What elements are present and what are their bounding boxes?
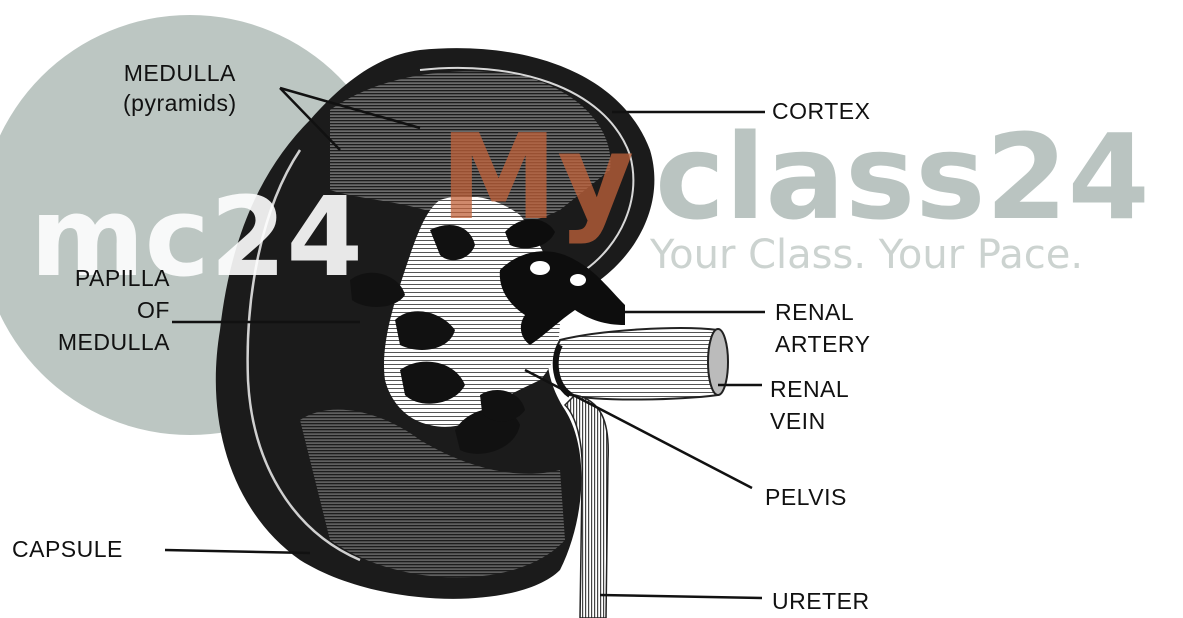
label-renal-vein: RENAL VEIN — [770, 373, 849, 437]
label-ureter: URETER — [772, 585, 870, 617]
label-renal-artery-line2: ARTERY — [775, 328, 870, 360]
label-renal-artery: RENAL ARTERY — [775, 296, 870, 360]
label-pelvis: PELVIS — [765, 481, 847, 513]
watermark-brand-my: My — [440, 108, 634, 246]
label-medulla-line2: (pyramids) — [123, 88, 237, 118]
leader-ureter — [600, 595, 762, 598]
label-medulla: MEDULLA (pyramids) — [123, 58, 237, 118]
label-papilla-line1: PAPILLA — [30, 262, 170, 294]
label-renal-vein-line1: RENAL — [770, 373, 849, 405]
label-cortex: CORTEX — [772, 95, 870, 127]
renal-vein — [556, 328, 724, 399]
watermark-tagline: Your Class. Your Pace. — [649, 232, 1083, 278]
label-renal-vein-line2: VEIN — [770, 405, 849, 437]
label-papilla-line3: MEDULLA — [30, 326, 170, 358]
label-papilla: PAPILLA OF MEDULLA — [30, 262, 170, 358]
label-capsule: CAPSULE — [12, 533, 123, 565]
label-papilla-line2: OF — [30, 294, 170, 326]
label-medulla-line1: MEDULLA — [123, 58, 237, 88]
label-renal-artery-line1: RENAL — [775, 296, 870, 328]
watermark-brand-class: class24 — [655, 108, 1150, 246]
